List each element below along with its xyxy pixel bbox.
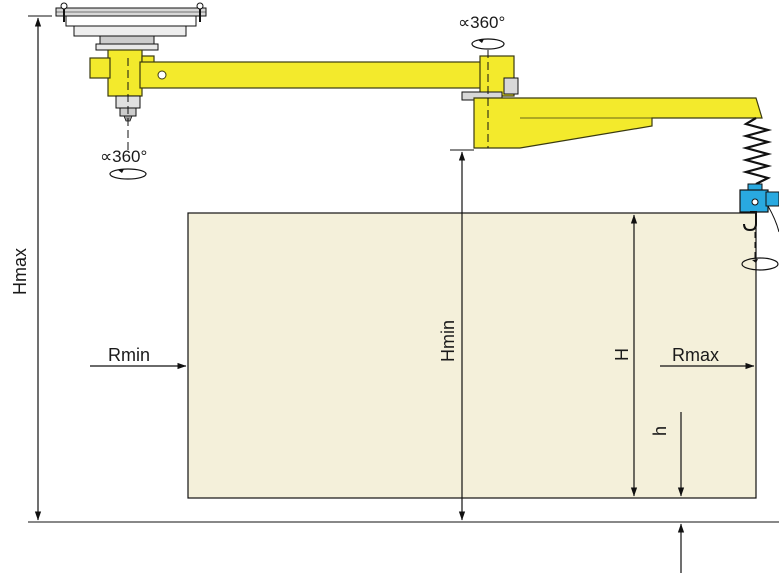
hoist-cable bbox=[767, 205, 779, 233]
rmin-label: Rmin bbox=[108, 345, 150, 365]
h-lower-label: h bbox=[650, 426, 670, 436]
h-dimension: H bbox=[612, 214, 638, 497]
axis-lines bbox=[127, 50, 756, 260]
rmax-dimension: Rmax bbox=[660, 345, 755, 370]
secondary-arm bbox=[461, 91, 763, 149]
rmax-label: Rmax bbox=[672, 345, 719, 365]
hmax-dimension: Hmax bbox=[10, 15, 52, 521]
hmin-dimension: Hmin bbox=[438, 149, 474, 521]
ceiling-mount bbox=[55, 2, 207, 51]
rotation-hoist-icon bbox=[741, 257, 779, 271]
h-small-dimension: h bbox=[650, 412, 685, 573]
rmin-dimension: Rmin bbox=[90, 345, 187, 370]
rotation-top-icon: ∝360° bbox=[458, 13, 505, 50]
spring-balancer bbox=[741, 117, 773, 185]
rotation-base-icon: ∝360° bbox=[100, 147, 147, 180]
hmin-label: Hmin bbox=[438, 320, 458, 362]
hmax-label: Hmax bbox=[10, 248, 30, 295]
main-arm bbox=[139, 55, 519, 97]
hoist-block bbox=[739, 183, 779, 232]
h-upper-label: H bbox=[612, 348, 632, 361]
rotation-top-label: ∝360° bbox=[458, 13, 505, 32]
workspace-area bbox=[187, 212, 757, 499]
rotation-base-label: ∝360° bbox=[100, 147, 147, 166]
